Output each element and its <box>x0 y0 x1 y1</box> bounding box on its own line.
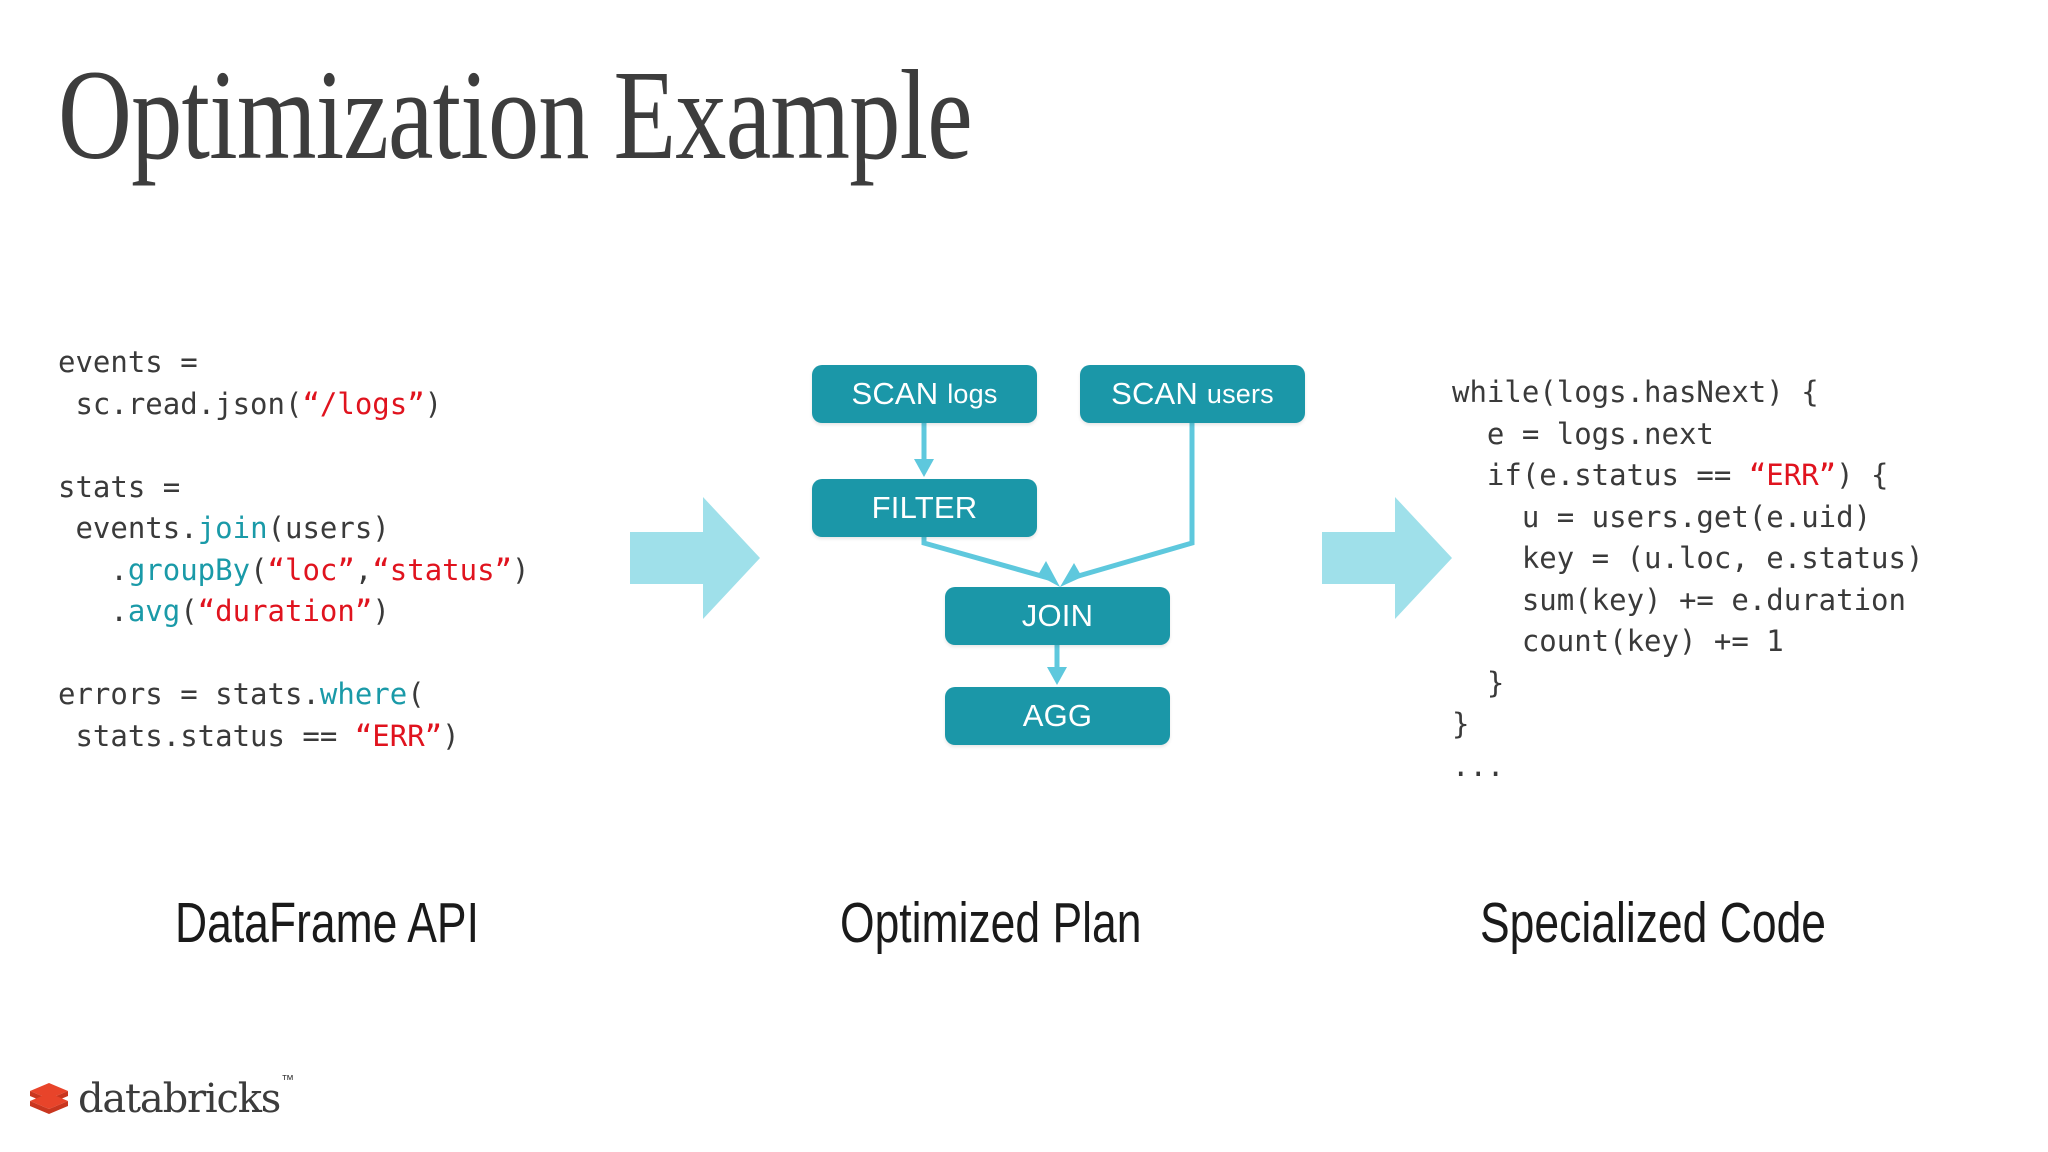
specialized-code-block: while(logs.hasNext) { e = logs.next if(e… <box>1452 372 1923 787</box>
code-token-plain: stats.status == <box>58 718 355 753</box>
code-token-plain: ( <box>180 594 198 628</box>
code-token-plain: count(key) += 1 <box>1452 624 1784 658</box>
code-token-plain: , <box>354 552 373 587</box>
code-token-string: “/logs” <box>302 386 425 421</box>
plan-node-agg-label: AGG <box>1022 698 1093 733</box>
databricks-wordmark-text: databricks <box>78 1076 281 1122</box>
edge-scanusers-to-join <box>1060 423 1195 587</box>
plan-node-scan-users[interactable]: SCAN users <box>1080 365 1305 423</box>
edge-join-to-agg <box>1047 645 1067 685</box>
plan-node-filter[interactable]: FILTER <box>812 479 1037 537</box>
code-line: .avg(“duration”) <box>58 591 529 633</box>
code-line: if(e.status == “ERR”) { <box>1452 455 1923 497</box>
code-line: } <box>1452 704 1923 746</box>
dataframe-api-code-block: events = sc.read.json(“/logs”) stats = e… <box>58 342 529 757</box>
code-line <box>58 425 529 467</box>
code-line: e = logs.next <box>1452 414 1923 456</box>
code-token-plain: key = (u.loc, e.status) <box>1452 541 1924 575</box>
code-token-string: “ERR” <box>1748 458 1837 492</box>
plan-node-scan-logs-label: SCAN <box>851 376 939 411</box>
code-line: events = <box>58 342 529 384</box>
code-token-plain: if(e.status == <box>1452 458 1749 492</box>
code-token-string: “status” <box>372 552 512 587</box>
code-token-plain: e = logs.next <box>1452 416 1714 451</box>
code-line: sc.read.json(“/logs”) <box>58 384 529 426</box>
code-line: .groupBy(“loc”,“status”) <box>58 550 529 592</box>
code-token-plain: . <box>58 594 128 628</box>
code-line: ... <box>1452 746 1923 788</box>
plan-node-agg[interactable]: AGG <box>945 687 1170 745</box>
code-token-method: join <box>197 511 268 545</box>
code-line <box>58 633 529 675</box>
trademark-symbol: ™ <box>281 1071 294 1087</box>
edge-scanlogs-to-filter <box>914 423 934 477</box>
code-token-method: groupBy <box>127 552 251 587</box>
code-token-plain: (users) <box>267 511 390 545</box>
databricks-logo: databricks™ <box>28 1073 294 1122</box>
plan-node-filter-label: FILTER <box>871 490 978 525</box>
plan-node-join[interactable]: JOIN <box>945 587 1170 645</box>
code-token-plain: ( <box>407 677 425 711</box>
code-line: stats = <box>58 467 529 509</box>
plan-node-scan-users-label: SCAN <box>1111 376 1199 411</box>
code-token-plain: stats = <box>58 469 181 504</box>
code-token-plain: while(logs.hasNext) { <box>1452 375 1819 409</box>
code-token-plain: ... <box>1452 748 1505 783</box>
code-token-plain: events = <box>58 345 198 379</box>
code-token-plain: ( <box>250 552 268 587</box>
code-token-plain: } <box>1452 665 1505 700</box>
plan-edges <box>914 423 1195 685</box>
code-token-plain: } <box>1452 707 1470 741</box>
databricks-bricks-icon <box>30 1083 68 1114</box>
code-line: u = users.get(e.uid) <box>1452 497 1923 539</box>
code-token-string: “duration” <box>197 594 373 628</box>
code-token-plain: u = users.get(e.uid) <box>1452 499 1872 534</box>
code-line: key = (u.loc, e.status) <box>1452 538 1924 580</box>
code-line: events.join(users) <box>58 508 529 550</box>
code-line: count(key) += 1 <box>1452 621 1923 663</box>
transition-right-arrow-icon <box>1322 497 1452 619</box>
transition-right-arrow-icon <box>630 497 760 619</box>
code-token-plain: . <box>58 552 128 587</box>
edge-filter-to-join <box>921 537 1060 587</box>
plan-node-scan-users-sublabel: users <box>1206 378 1274 409</box>
code-token-plain: ) <box>424 386 443 421</box>
plan-node-scan-logs-sublabel: logs <box>947 378 998 409</box>
plan-node-scan-logs[interactable]: SCAN logs <box>812 365 1037 423</box>
code-token-plain: ) <box>512 552 530 587</box>
code-token-plain: events. <box>58 511 198 545</box>
optimized-plan-diagram: SCAN logs SCAN users FILTER JOIN AGG <box>790 365 1330 755</box>
code-token-plain: errors = stats. <box>58 677 320 711</box>
code-token-method: where <box>319 677 408 711</box>
code-line: } <box>1452 663 1923 705</box>
code-token-plain: ) <box>372 594 390 628</box>
code-line: sum(key) += e.duration <box>1452 580 1923 622</box>
caption-specialized-code: Specialized Code <box>1480 891 1827 955</box>
code-token-plain: sc.read.json( <box>58 386 303 421</box>
code-line: errors = stats.where( <box>58 674 529 716</box>
code-token-method: avg <box>127 594 181 628</box>
databricks-wordmark: databricks™ <box>78 1073 294 1122</box>
code-line: while(logs.hasNext) { <box>1452 372 1923 414</box>
code-token-plain: ) <box>442 718 460 753</box>
code-token-plain: ) { <box>1836 458 1889 492</box>
caption-optimized-plan: Optimized Plan <box>840 891 1142 955</box>
code-token-plain: sum(key) += e.duration <box>1452 582 1906 617</box>
caption-dataframe-api: DataFrame API <box>175 891 479 955</box>
page-title: Optimization Example <box>58 44 973 186</box>
plan-node-join-label: JOIN <box>1021 598 1094 633</box>
code-token-string: “loc” <box>267 552 355 587</box>
code-line: stats.status == “ERR”) <box>58 716 529 758</box>
code-token-string: “ERR” <box>354 718 443 753</box>
